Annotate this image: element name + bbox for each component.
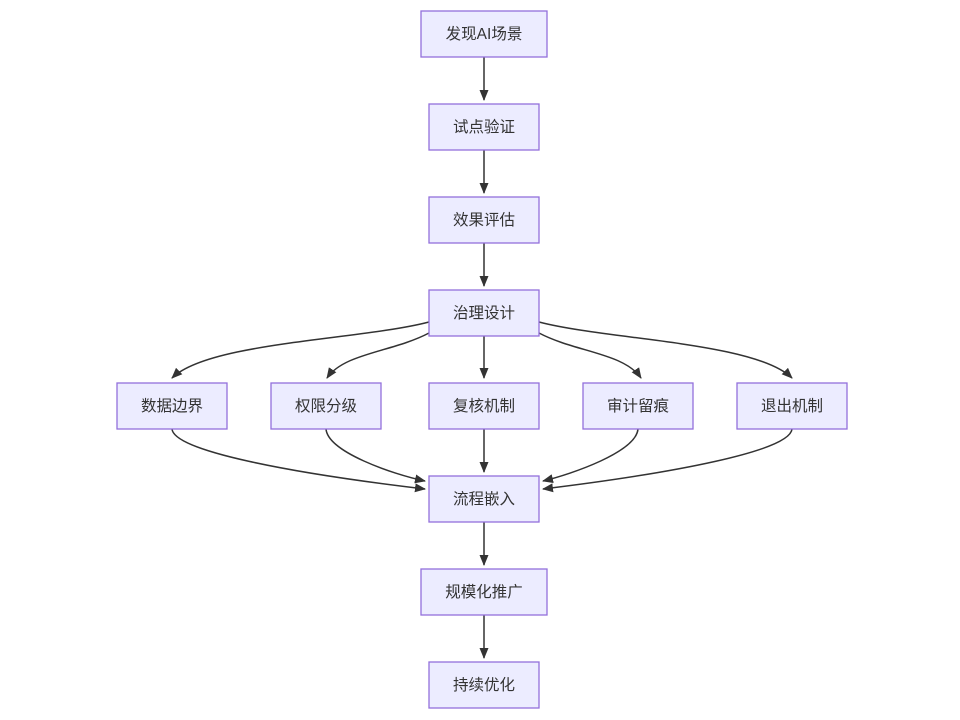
node-box [116, 382, 228, 430]
node-layer: 发现AI场景 试点验证 效果评估 治理设计 数据边界 权限分级 复核机制 审 [116, 10, 848, 709]
node-audit-trail: 审计留痕 [582, 382, 694, 430]
edge-layer [171, 57, 793, 659]
node-label: 治理设计 [453, 304, 515, 322]
node-review-mechanism: 复核机制 [428, 382, 540, 430]
node-label: 规模化推广 [445, 583, 523, 601]
node-governance-design: 治理设计 [428, 289, 540, 337]
node-box [582, 382, 694, 430]
node-label: 发现AI场景 [446, 25, 523, 43]
node-scale-rollout: 规模化推广 [420, 568, 548, 616]
node-label: 持续优化 [453, 676, 515, 694]
node-box [428, 196, 540, 244]
node-label: 试点验证 [453, 118, 515, 136]
node-exit-mechanism: 退出机制 [736, 382, 848, 430]
node-label: 退出机制 [761, 397, 823, 415]
edge-design-to-exit [538, 321, 793, 379]
node-discover-ai-scenario: 发现AI场景 [420, 10, 548, 58]
node-label: 数据边界 [141, 397, 203, 415]
node-label: 权限分级 [295, 397, 357, 415]
node-box [428, 382, 540, 430]
node-effect-evaluation: 效果评估 [428, 196, 540, 244]
edge-design-to-audit [538, 332, 642, 379]
node-box [428, 289, 540, 337]
edge-permission-to-embed [325, 428, 426, 484]
edge-exit-to-embed [542, 428, 793, 493]
node-box [420, 10, 548, 58]
node-box [428, 475, 540, 523]
node-box [736, 382, 848, 430]
edge-databoundary-to-embed [171, 428, 426, 493]
node-box [420, 568, 548, 616]
node-box [428, 103, 540, 151]
node-data-boundary: 数据边界 [116, 382, 228, 430]
node-label: 流程嵌入 [453, 490, 515, 508]
edge-design-to-databoundary [171, 321, 430, 379]
node-label: 效果评估 [453, 211, 515, 229]
node-process-embedding: 流程嵌入 [428, 475, 540, 523]
node-permission-tiering: 权限分级 [270, 382, 382, 430]
node-continuous-optimization: 持续优化 [428, 661, 540, 709]
edge-design-to-permission [326, 332, 430, 379]
node-label: 审计留痕 [607, 397, 669, 415]
edge-audit-to-embed [542, 428, 639, 484]
node-label: 复核机制 [453, 397, 515, 415]
node-box [428, 661, 540, 709]
node-pilot-validation: 试点验证 [428, 103, 540, 151]
node-box [270, 382, 382, 430]
